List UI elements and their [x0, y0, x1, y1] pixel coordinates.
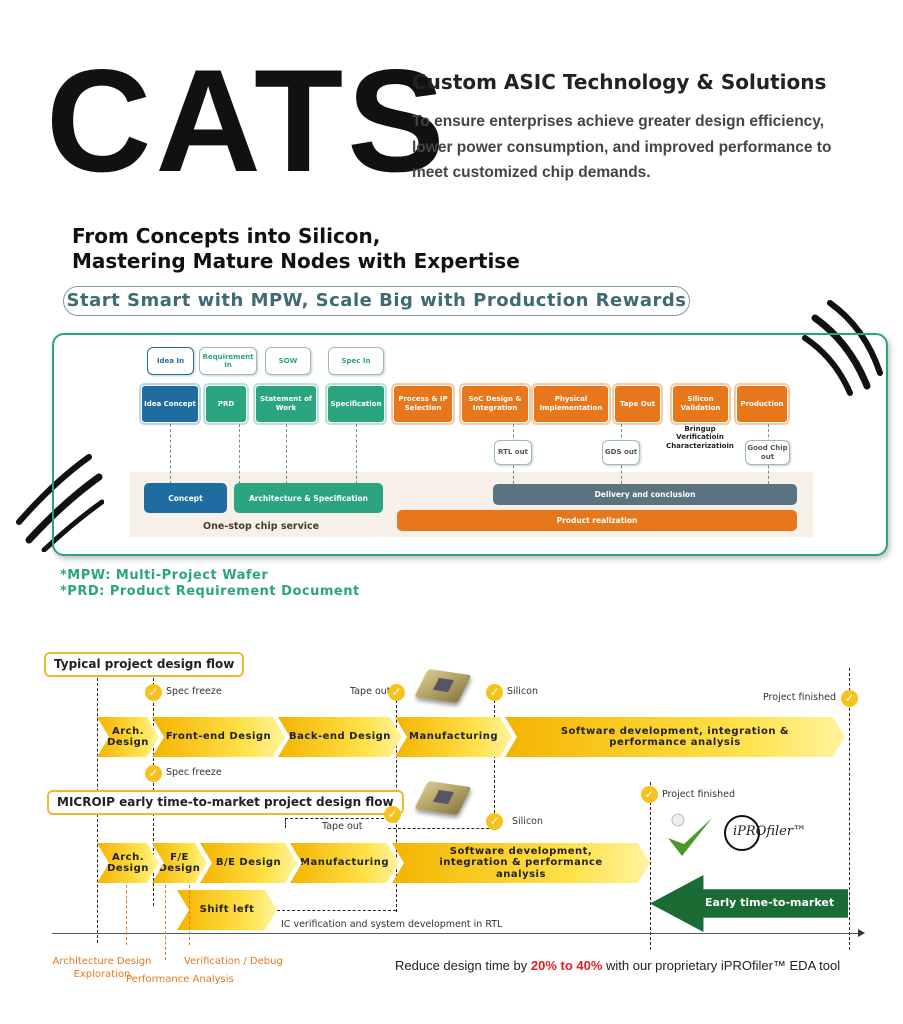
milestone-project-finished: Project finished — [763, 692, 837, 703]
annotation-performance-analysis: Performance Analysis — [126, 974, 234, 985]
header-description-3: meet customized chip demands. — [412, 164, 651, 181]
step-silicon-validation: Silicon Validation — [670, 383, 731, 425]
milestone-silicon: Silicon — [512, 816, 544, 827]
iprofiler-logo: iPROfiler™ — [733, 824, 807, 839]
note-prd: *PRD: Product Requirement Document — [60, 584, 360, 599]
step-idea-concept: Idea Concept — [139, 383, 201, 425]
timeline-guide — [650, 782, 651, 950]
typical-flow-title: Typical project design flow — [44, 652, 245, 677]
stage-manufacturing: Manufacturing — [395, 717, 512, 757]
annotation-line — [126, 885, 127, 945]
input-spec-in: Spec In — [328, 347, 384, 375]
step-prd: PRD — [203, 383, 249, 425]
claw-marks-icon — [16, 454, 104, 552]
microip-flow-title: MICROIP early time-to-market project des… — [47, 790, 404, 815]
step-process-ip-selection: Process & IP Selection — [391, 383, 455, 425]
annotation-line — [189, 885, 190, 945]
connector — [239, 424, 240, 484]
stage-software-development: Software development, integration & perf… — [392, 843, 650, 883]
phase-delivery: Delivery and conclusion — [493, 484, 797, 505]
stage-manufacturing: Manufacturing — [290, 843, 399, 883]
check-icon: ✓ — [641, 786, 658, 803]
stage-arch-design: Arch. Design — [97, 843, 159, 883]
output-gds-out: GDS out — [602, 440, 640, 465]
phase-architecture-specification: Architecture & Specification — [234, 483, 383, 513]
timeline-guide — [494, 700, 495, 818]
check-icon: ✓ — [145, 765, 162, 782]
header-title: Custom ASIC Technology & Solutions — [412, 70, 827, 94]
footer-statement: Reduce design time by 20% to 40% with ou… — [395, 958, 840, 973]
checkmark-person-icon — [668, 813, 712, 856]
step-physical-implementation: Physical Implementation — [531, 383, 611, 425]
footer-highlight: 20% to 40% — [530, 958, 603, 973]
check-icon: ✓ — [384, 806, 401, 823]
stage-fe-design: F/E Design — [152, 843, 207, 883]
headline-1: From Concepts into Silicon, — [72, 224, 381, 248]
header-description-1: To ensure enterprises achieve greater de… — [412, 113, 825, 130]
validation-note: Bringup Verificatioin Characterizatioin — [660, 425, 740, 450]
validation-note-line: Verificatioin — [676, 433, 724, 442]
annotation-verification-debug: Verification / Debug — [184, 956, 283, 967]
chip-image — [414, 780, 472, 816]
header-description-2: lower power consumption, and improved pe… — [412, 139, 832, 156]
check-icon: ✓ — [841, 690, 858, 707]
one-stop-label: One-stop chip service — [203, 521, 320, 532]
stage-software-development: Software development, integration & perf… — [505, 717, 845, 757]
check-icon: ✓ — [145, 684, 162, 701]
note-mpw: *MPW: Multi-Project Wafer — [60, 568, 269, 583]
output-rtl-out: RTL out — [494, 440, 532, 465]
stage-shift-left: Shift left — [177, 890, 277, 930]
check-icon: ✓ — [486, 684, 503, 701]
footer-pre: Reduce design time by — [395, 958, 531, 973]
step-tape-out: Tape Out — [612, 383, 663, 425]
phase-concept: Concept — [144, 483, 227, 513]
check-icon: ✓ — [486, 813, 503, 830]
milestone-tape-out: Tape out — [350, 686, 391, 697]
stage-arch-design: Arch. Design — [97, 717, 159, 757]
validation-note-line: Bringup — [684, 425, 716, 433]
tape-out-bracket — [285, 818, 389, 828]
validation-note-line: Characterizatioin — [666, 441, 734, 450]
step-soc-design: SoC Design & Integration — [459, 383, 531, 425]
annotation-architecture-exploration: Architecture Design Exploration — [52, 956, 152, 980]
input-requirement-in: Requirement In — [199, 347, 257, 375]
stage-be-design: B/E Design — [200, 843, 297, 883]
connector — [286, 424, 287, 484]
axis-arrow-icon — [858, 929, 865, 937]
magnifier-icon — [724, 815, 760, 851]
headline-2: Mastering Mature Nodes with Expertise — [72, 249, 520, 273]
input-sow: SOW — [265, 347, 311, 375]
footer-post: with our proprietary iPROfiler™ EDA tool — [602, 958, 841, 973]
early-time-to-market-label: Early time-to-market — [705, 896, 835, 909]
milestone-spec-freeze: Spec freeze — [166, 767, 222, 778]
ic-verification-label: IC verification and system development i… — [281, 919, 503, 930]
silicon-bracket — [388, 828, 494, 829]
milestone-project-finished: Project finished — [662, 789, 736, 800]
cats-logo: CATS — [46, 39, 449, 202]
time-axis — [52, 933, 860, 934]
timeline-guide — [849, 668, 850, 950]
output-good-chip-out: Good Chip out — [745, 440, 790, 465]
tagline-pill: Start Smart with MPW, Scale Big with Pro… — [63, 286, 690, 316]
service-diagram — [52, 333, 888, 556]
annotation-line — [165, 885, 166, 960]
step-statement-of-work: Statement of Work — [253, 383, 319, 425]
milestone-silicon: Silicon — [507, 686, 539, 697]
connector — [170, 424, 171, 484]
step-specification: Specification — [325, 383, 387, 425]
stage-front-end-design: Front-end Design — [152, 717, 285, 757]
stage-back-end-design: Back-end Design — [278, 717, 402, 757]
input-idea-in: Idea In — [147, 347, 194, 375]
phase-product-realization: Product realization — [397, 510, 797, 531]
connector — [356, 424, 357, 484]
milestone-tape-out: Tape out — [322, 821, 363, 832]
milestone-spec-freeze: Spec freeze — [166, 686, 222, 697]
step-production: Production — [734, 383, 790, 425]
chip-image — [414, 668, 472, 704]
shift-left-bracket — [277, 910, 396, 911]
check-icon: ✓ — [388, 684, 405, 701]
